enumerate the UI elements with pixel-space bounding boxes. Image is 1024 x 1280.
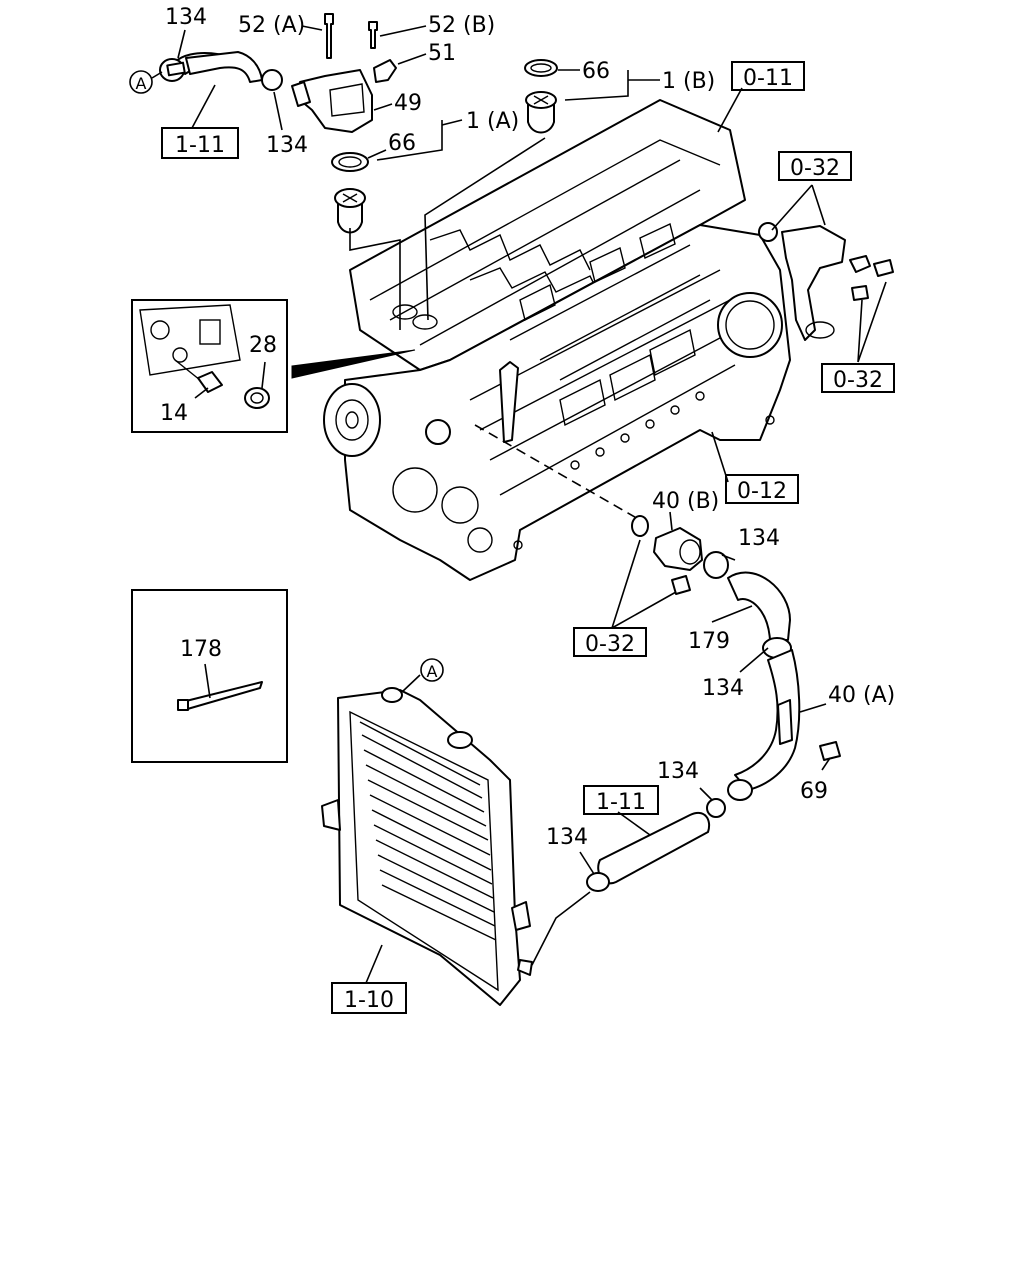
svg-text:0-12: 0-12 — [737, 479, 787, 504]
svg-text:1-11: 1-11 — [596, 790, 646, 815]
callout-a-bottom: A — [420, 658, 444, 682]
rear-water-outlet — [758, 184, 894, 363]
label-66: 66 — [388, 131, 416, 156]
svg-text:1-11: 1-11 — [175, 133, 225, 158]
ref-box-1-11-top: 1-11 — [161, 127, 239, 159]
thermostat-1b — [524, 59, 558, 134]
label-52b: 52 (B) — [428, 13, 495, 38]
inset-box-178 — [131, 589, 288, 763]
svg-text:0-32: 0-32 — [833, 368, 883, 393]
thermostat-housing-assembly — [159, 13, 397, 133]
inset-box-drain-plug — [131, 299, 288, 433]
radiator — [321, 674, 533, 1006]
label-69: 69 — [800, 779, 828, 804]
label-134: 134 — [165, 5, 207, 30]
block-bolts — [513, 391, 775, 550]
label-179: 179 — [688, 629, 730, 654]
label-134: 134 — [702, 676, 744, 701]
label-1b: 1 (B) — [662, 69, 715, 94]
ref-box-0-32-low: 0-32 — [573, 627, 647, 657]
ref-box-0-32-right: 0-32 — [821, 363, 895, 393]
lower-hose — [531, 787, 726, 966]
ref-box-1-10: 1-10 — [331, 982, 407, 1014]
label-52a: 52 (A) — [238, 13, 305, 38]
svg-text:1-10: 1-10 — [344, 988, 394, 1013]
water-pipe-40a — [727, 637, 841, 801]
svg-text:A: A — [427, 662, 438, 681]
detail-pointer — [291, 349, 416, 379]
label-40a: 40 (A) — [828, 683, 895, 708]
label-51: 51 — [428, 41, 456, 66]
svg-text:0-11: 0-11 — [743, 66, 793, 91]
ref-box-0-32-top: 0-32 — [778, 151, 852, 181]
svg-text:0-32: 0-32 — [585, 632, 635, 657]
ref-box-0-12: 0-12 — [725, 474, 799, 504]
label-134: 134 — [546, 825, 588, 850]
label-178: 178 — [180, 637, 222, 662]
svg-text:0-32: 0-32 — [790, 156, 840, 181]
water-inlet-40b — [474, 424, 703, 629]
label-1a: 1 (A) — [466, 109, 519, 134]
callout-a-top: A — [129, 70, 163, 94]
part-labels: 134 52 (A) 52 (B) 51 134 49 66 1 (B) 1 (… — [160, 5, 895, 850]
label-134: 134 — [738, 526, 780, 551]
label-40b: 40 (B) — [652, 489, 719, 514]
label-14: 14 — [160, 401, 188, 426]
label-28: 28 — [249, 333, 277, 358]
svg-text:A: A — [136, 74, 147, 93]
label-134: 134 — [657, 759, 699, 784]
label-134: 134 — [266, 133, 308, 158]
ref-box-1-11-low: 1-11 — [583, 785, 659, 815]
ref-box-0-11: 0-11 — [731, 61, 805, 91]
label-49: 49 — [394, 91, 422, 116]
hose-179 — [703, 551, 791, 641]
thermostat-1a — [331, 152, 369, 234]
label-66: 66 — [582, 59, 610, 84]
engine-block — [323, 99, 791, 581]
